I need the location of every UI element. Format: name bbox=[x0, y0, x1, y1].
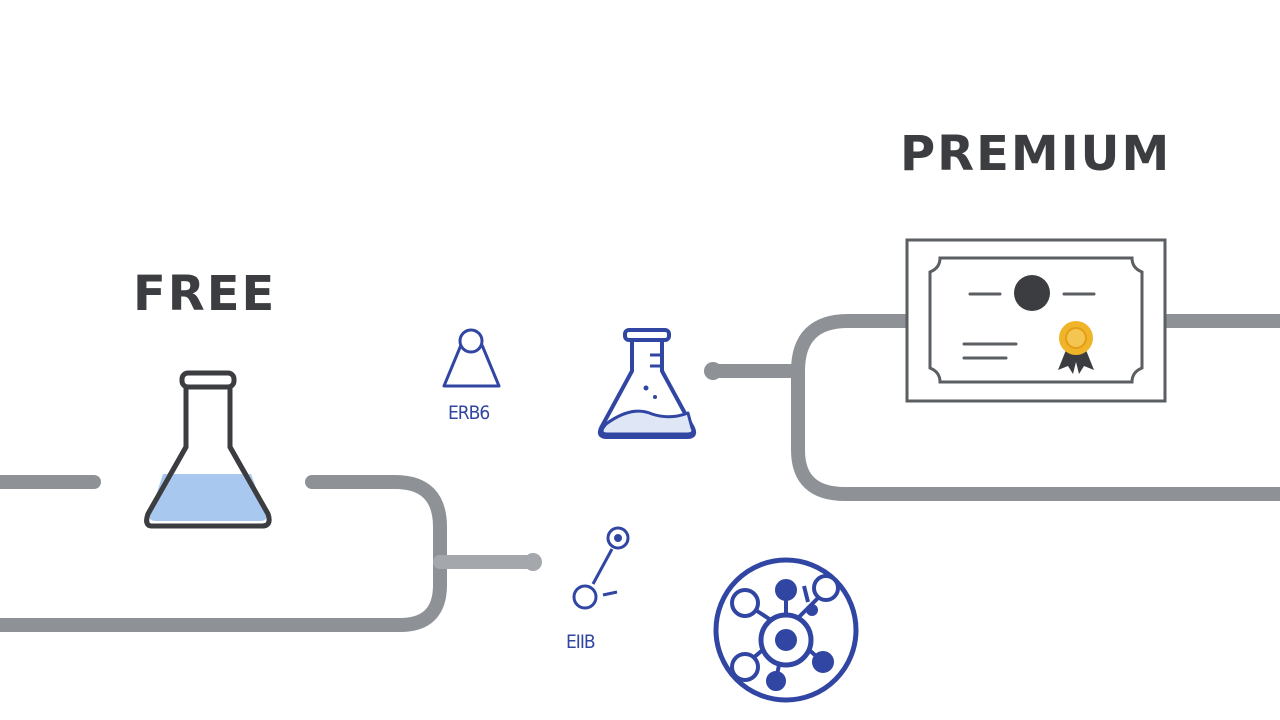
premium-tier-label: PREMIUM bbox=[900, 126, 1172, 182]
flask-caption: ERB6 bbox=[448, 402, 490, 424]
pipe-endpoint-premium bbox=[704, 362, 722, 380]
pipe-premium-loop bbox=[707, 314, 1280, 501]
network-caption: EIIB bbox=[566, 631, 596, 653]
network-hub-icon bbox=[713, 557, 859, 703]
node-link-icon bbox=[572, 526, 630, 610]
pipe-endpoint-free bbox=[524, 553, 542, 571]
bell-icon bbox=[442, 328, 501, 388]
free-tier-label: FREE bbox=[133, 266, 277, 322]
lab-flask-icon bbox=[597, 328, 697, 439]
pipe-free-loop bbox=[0, 475, 447, 632]
award-seal-icon bbox=[1058, 321, 1094, 374]
pipes bbox=[0, 314, 1280, 632]
flask-icon bbox=[144, 370, 272, 529]
certificate-icon bbox=[905, 238, 1167, 403]
